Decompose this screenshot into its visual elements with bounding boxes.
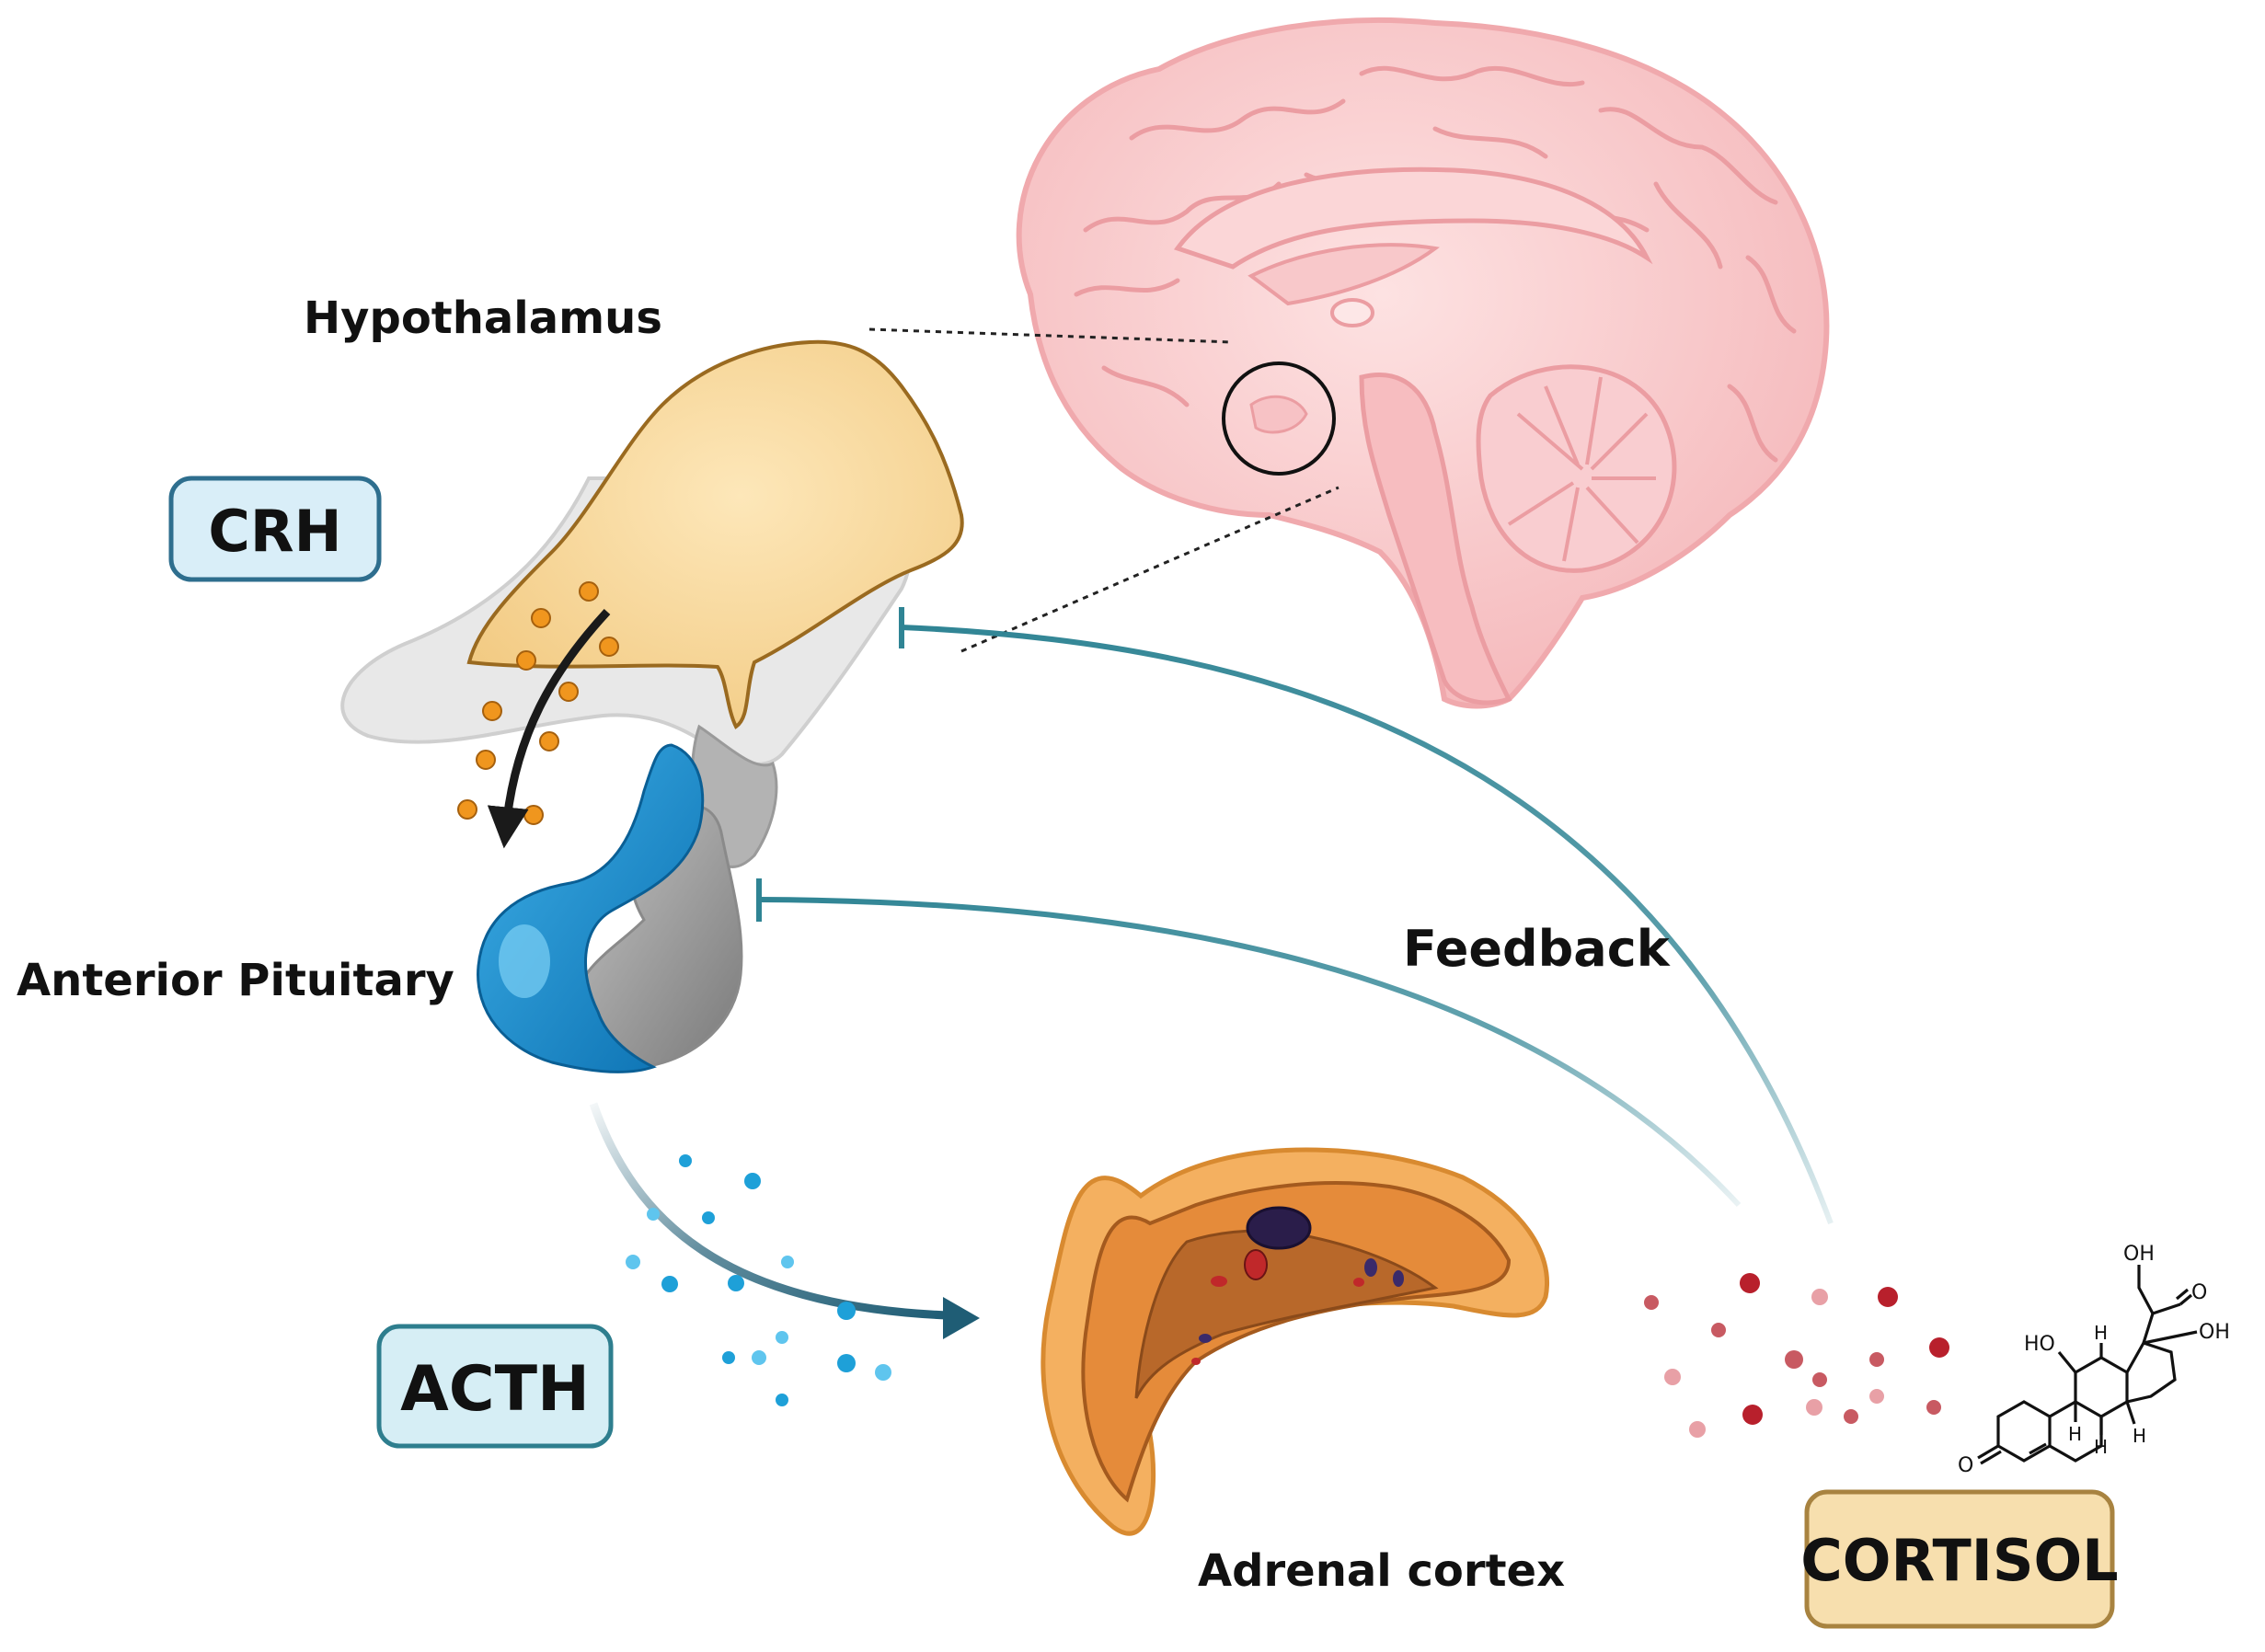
acth-arrow bbox=[589, 1102, 949, 1320]
label-adrenal-cortex: Adrenal cortex bbox=[1198, 1545, 1565, 1597]
crh-hormone-dots bbox=[457, 581, 619, 825]
molecule-h-2: H bbox=[2068, 1423, 2082, 1445]
brain-illustration bbox=[1016, 17, 1830, 709]
acth-box-label: ACTH bbox=[400, 1353, 590, 1426]
crh-box-label: CRH bbox=[208, 498, 341, 565]
molecule-h-3: H bbox=[2094, 1436, 2108, 1458]
acth-hormone-dots bbox=[626, 1154, 891, 1406]
feedback-line-pituitary bbox=[758, 897, 1742, 1208]
connector-line-bottom bbox=[960, 486, 1339, 653]
label-hypothalamus: Hypothalamus bbox=[304, 293, 662, 344]
connector-line-top bbox=[868, 327, 1234, 344]
label-anterior-pituitary: Anterior Pituitary bbox=[17, 955, 454, 1006]
molecule-h-1: H bbox=[2094, 1322, 2108, 1344]
label-feedback: Feedback bbox=[1403, 920, 1671, 978]
cortisol-hormone-dots bbox=[1644, 1273, 1949, 1438]
feedback-line-hypothalamus bbox=[901, 625, 1834, 1225]
molecule-h-4: H bbox=[2133, 1425, 2146, 1447]
molecule-oh-top: OH bbox=[2123, 1243, 2155, 1266]
acth-box: ACTH bbox=[376, 1324, 614, 1449]
acth-arrowhead bbox=[943, 1297, 980, 1339]
cortisol-molecule bbox=[1977, 1265, 2198, 1465]
cortisol-box: CORTISOL bbox=[1800, 1489, 2119, 1629]
molecule-o-ring: O bbox=[1958, 1454, 1973, 1477]
cortisol-box-label: CORTISOL bbox=[1800, 1527, 2118, 1594]
molecule-o-keto: O bbox=[2191, 1281, 2207, 1304]
adrenal-cortex-illustration bbox=[1041, 1147, 1549, 1536]
molecule-oh-right: OH bbox=[2199, 1321, 2230, 1344]
hypothalamus-highlight-circle bbox=[1222, 361, 1336, 476]
molecule-ho-left: HO bbox=[2024, 1333, 2055, 1356]
crh-box: CRH bbox=[168, 476, 382, 582]
cortisol-molecule-labels: OH O HO OH H H H H O bbox=[1958, 1243, 2230, 1477]
crh-arrow bbox=[487, 608, 611, 849]
